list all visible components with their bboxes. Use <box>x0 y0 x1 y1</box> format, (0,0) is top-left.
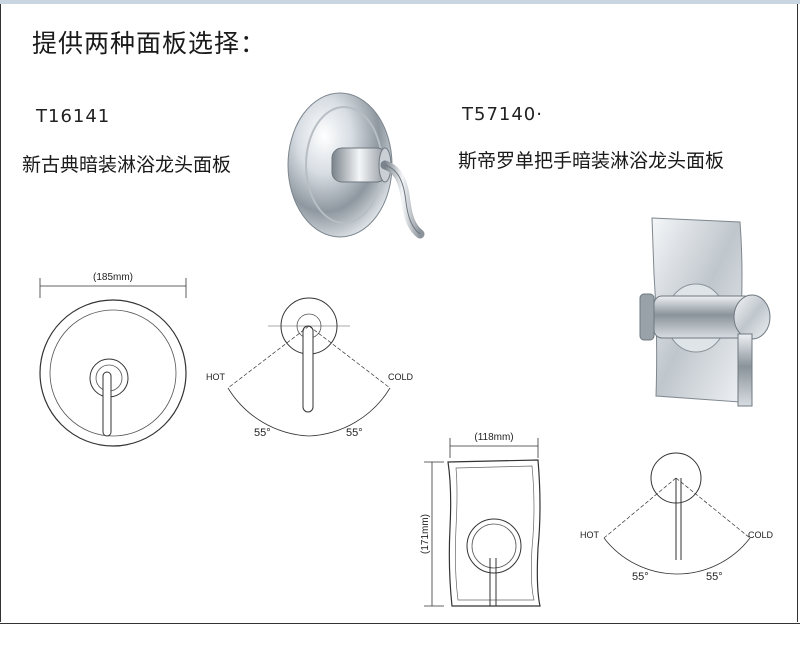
product-a-front-drawing: (185mm) <box>39 272 187 447</box>
product-b-angle-right: 55° <box>706 571 723 583</box>
product-b-cold-label: COLD <box>748 530 774 540</box>
product-b-height-dim: (171mm) <box>420 514 431 554</box>
product-a-code: T16141 <box>36 106 111 127</box>
product-a-side-drawing: HOT COLD 55° 55° <box>206 297 414 439</box>
product-a-name: 新古典暗装淋浴龙头面板 <box>22 154 232 176</box>
page-heading: 提供两种面板选择： <box>32 29 267 58</box>
product-b-side-drawing: HOT COLD 55° 55° <box>580 452 774 583</box>
product-a-angle-left: 55° <box>254 427 271 439</box>
top-accent-strip <box>0 0 800 4</box>
page-frame <box>0 4 798 622</box>
product-b-photo <box>639 217 771 407</box>
product-b-name: 斯帝罗单把手暗装淋浴龙头面板 <box>458 150 725 172</box>
product-a-photo <box>287 92 425 239</box>
product-b-front-drawing: (118mm) (171mm) <box>420 432 541 607</box>
bottom-divider <box>0 623 800 624</box>
product-b-code: T57140· <box>462 104 543 125</box>
product-b-angle-left: 55° <box>632 571 649 583</box>
product-b-width-dim: (118mm) <box>474 432 513 443</box>
product-a-width-dim: (185mm) <box>93 272 133 283</box>
product-a-hot-label: HOT <box>206 372 226 382</box>
product-b-hot-label: HOT <box>580 530 600 540</box>
product-a-cold-label: COLD <box>388 372 414 382</box>
product-a-angle-right: 55° <box>346 427 363 439</box>
